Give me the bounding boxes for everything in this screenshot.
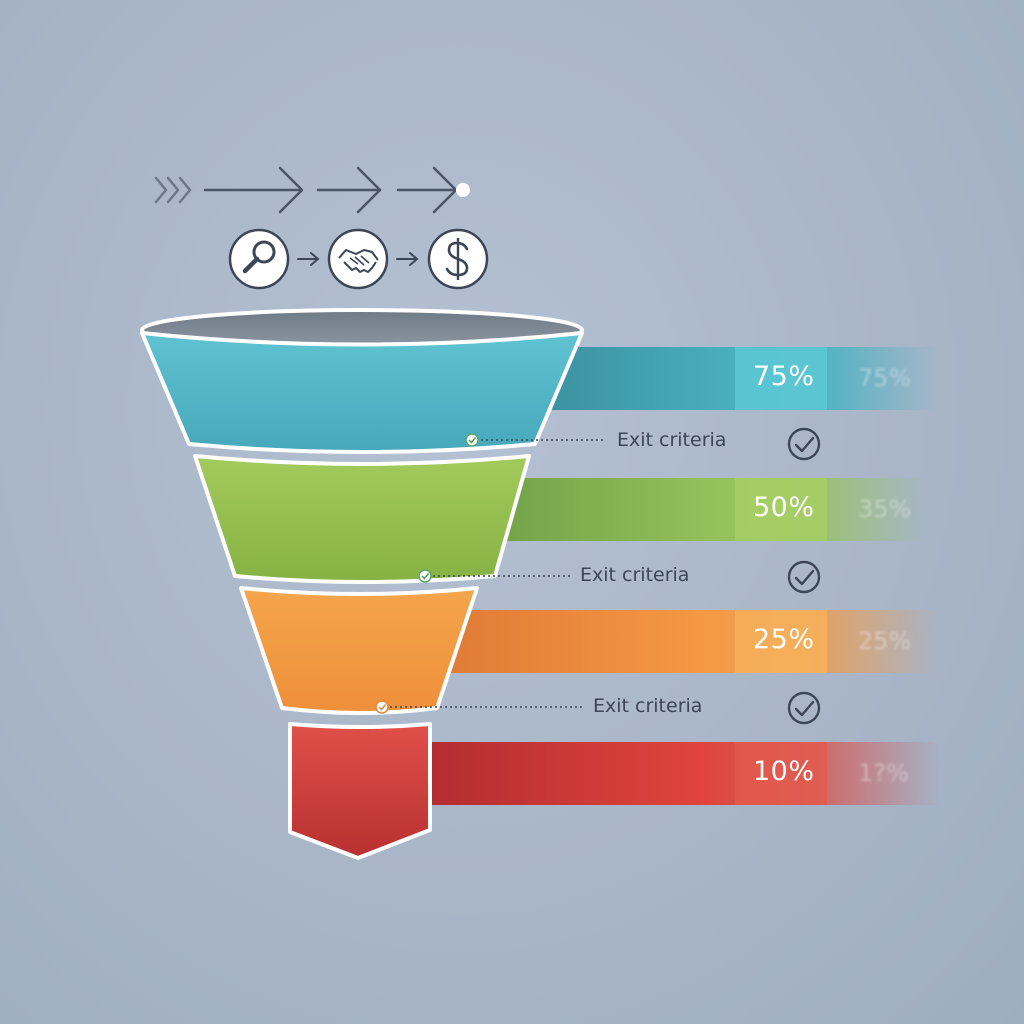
stage-1-ghost-percent: 75% xyxy=(858,364,912,392)
funnel-stage-1 xyxy=(140,331,584,454)
flow-arrows xyxy=(154,166,470,214)
handshake-icon xyxy=(327,228,389,290)
check-circle-icon xyxy=(787,691,821,725)
arrow-right-icon xyxy=(316,166,382,214)
arrow-small-icon xyxy=(396,252,419,266)
bar-stage-2 xyxy=(470,478,930,541)
check-small-icon xyxy=(375,700,389,714)
exit-connector-3 xyxy=(375,700,585,714)
funnel-stage-2 xyxy=(193,454,531,584)
bar-stage-3 xyxy=(440,610,940,673)
search-icon xyxy=(228,228,290,290)
arrow-right-icon xyxy=(396,166,458,214)
arrow-right-icon xyxy=(203,166,304,214)
exit-criteria-label-1: Exit criteria xyxy=(617,429,727,451)
check-small-icon xyxy=(465,433,479,447)
exit-connector-2 xyxy=(418,569,570,583)
stage-4-percent: 10% xyxy=(753,756,815,787)
stage-1-percent: 75% xyxy=(753,361,815,392)
stage-2-ghost-percent: 35% xyxy=(858,495,912,523)
stage-4-ghost-percent: 1?% xyxy=(858,759,909,787)
stage-3-ghost-percent: 25% xyxy=(858,627,912,655)
exit-criteria-label-2: Exit criteria xyxy=(580,564,690,586)
check-circle-icon xyxy=(787,560,821,594)
end-dot-icon xyxy=(456,183,470,197)
chevron-triple-icon xyxy=(154,176,192,204)
exit-criteria-label-3: Exit criteria xyxy=(593,695,703,717)
dollar-icon xyxy=(427,228,489,290)
stage-2-percent: 50% xyxy=(753,492,815,523)
check-small-icon xyxy=(418,569,432,583)
bar-stage-1 xyxy=(520,347,940,410)
funnel-stage-4 xyxy=(288,722,432,860)
funnel-stage-3 xyxy=(239,586,479,715)
bar-stage-4 xyxy=(410,742,940,805)
exit-connector-1 xyxy=(465,433,606,447)
check-circle-icon xyxy=(787,427,821,461)
arrow-small-icon xyxy=(297,252,320,266)
stage-3-percent: 25% xyxy=(753,624,815,655)
